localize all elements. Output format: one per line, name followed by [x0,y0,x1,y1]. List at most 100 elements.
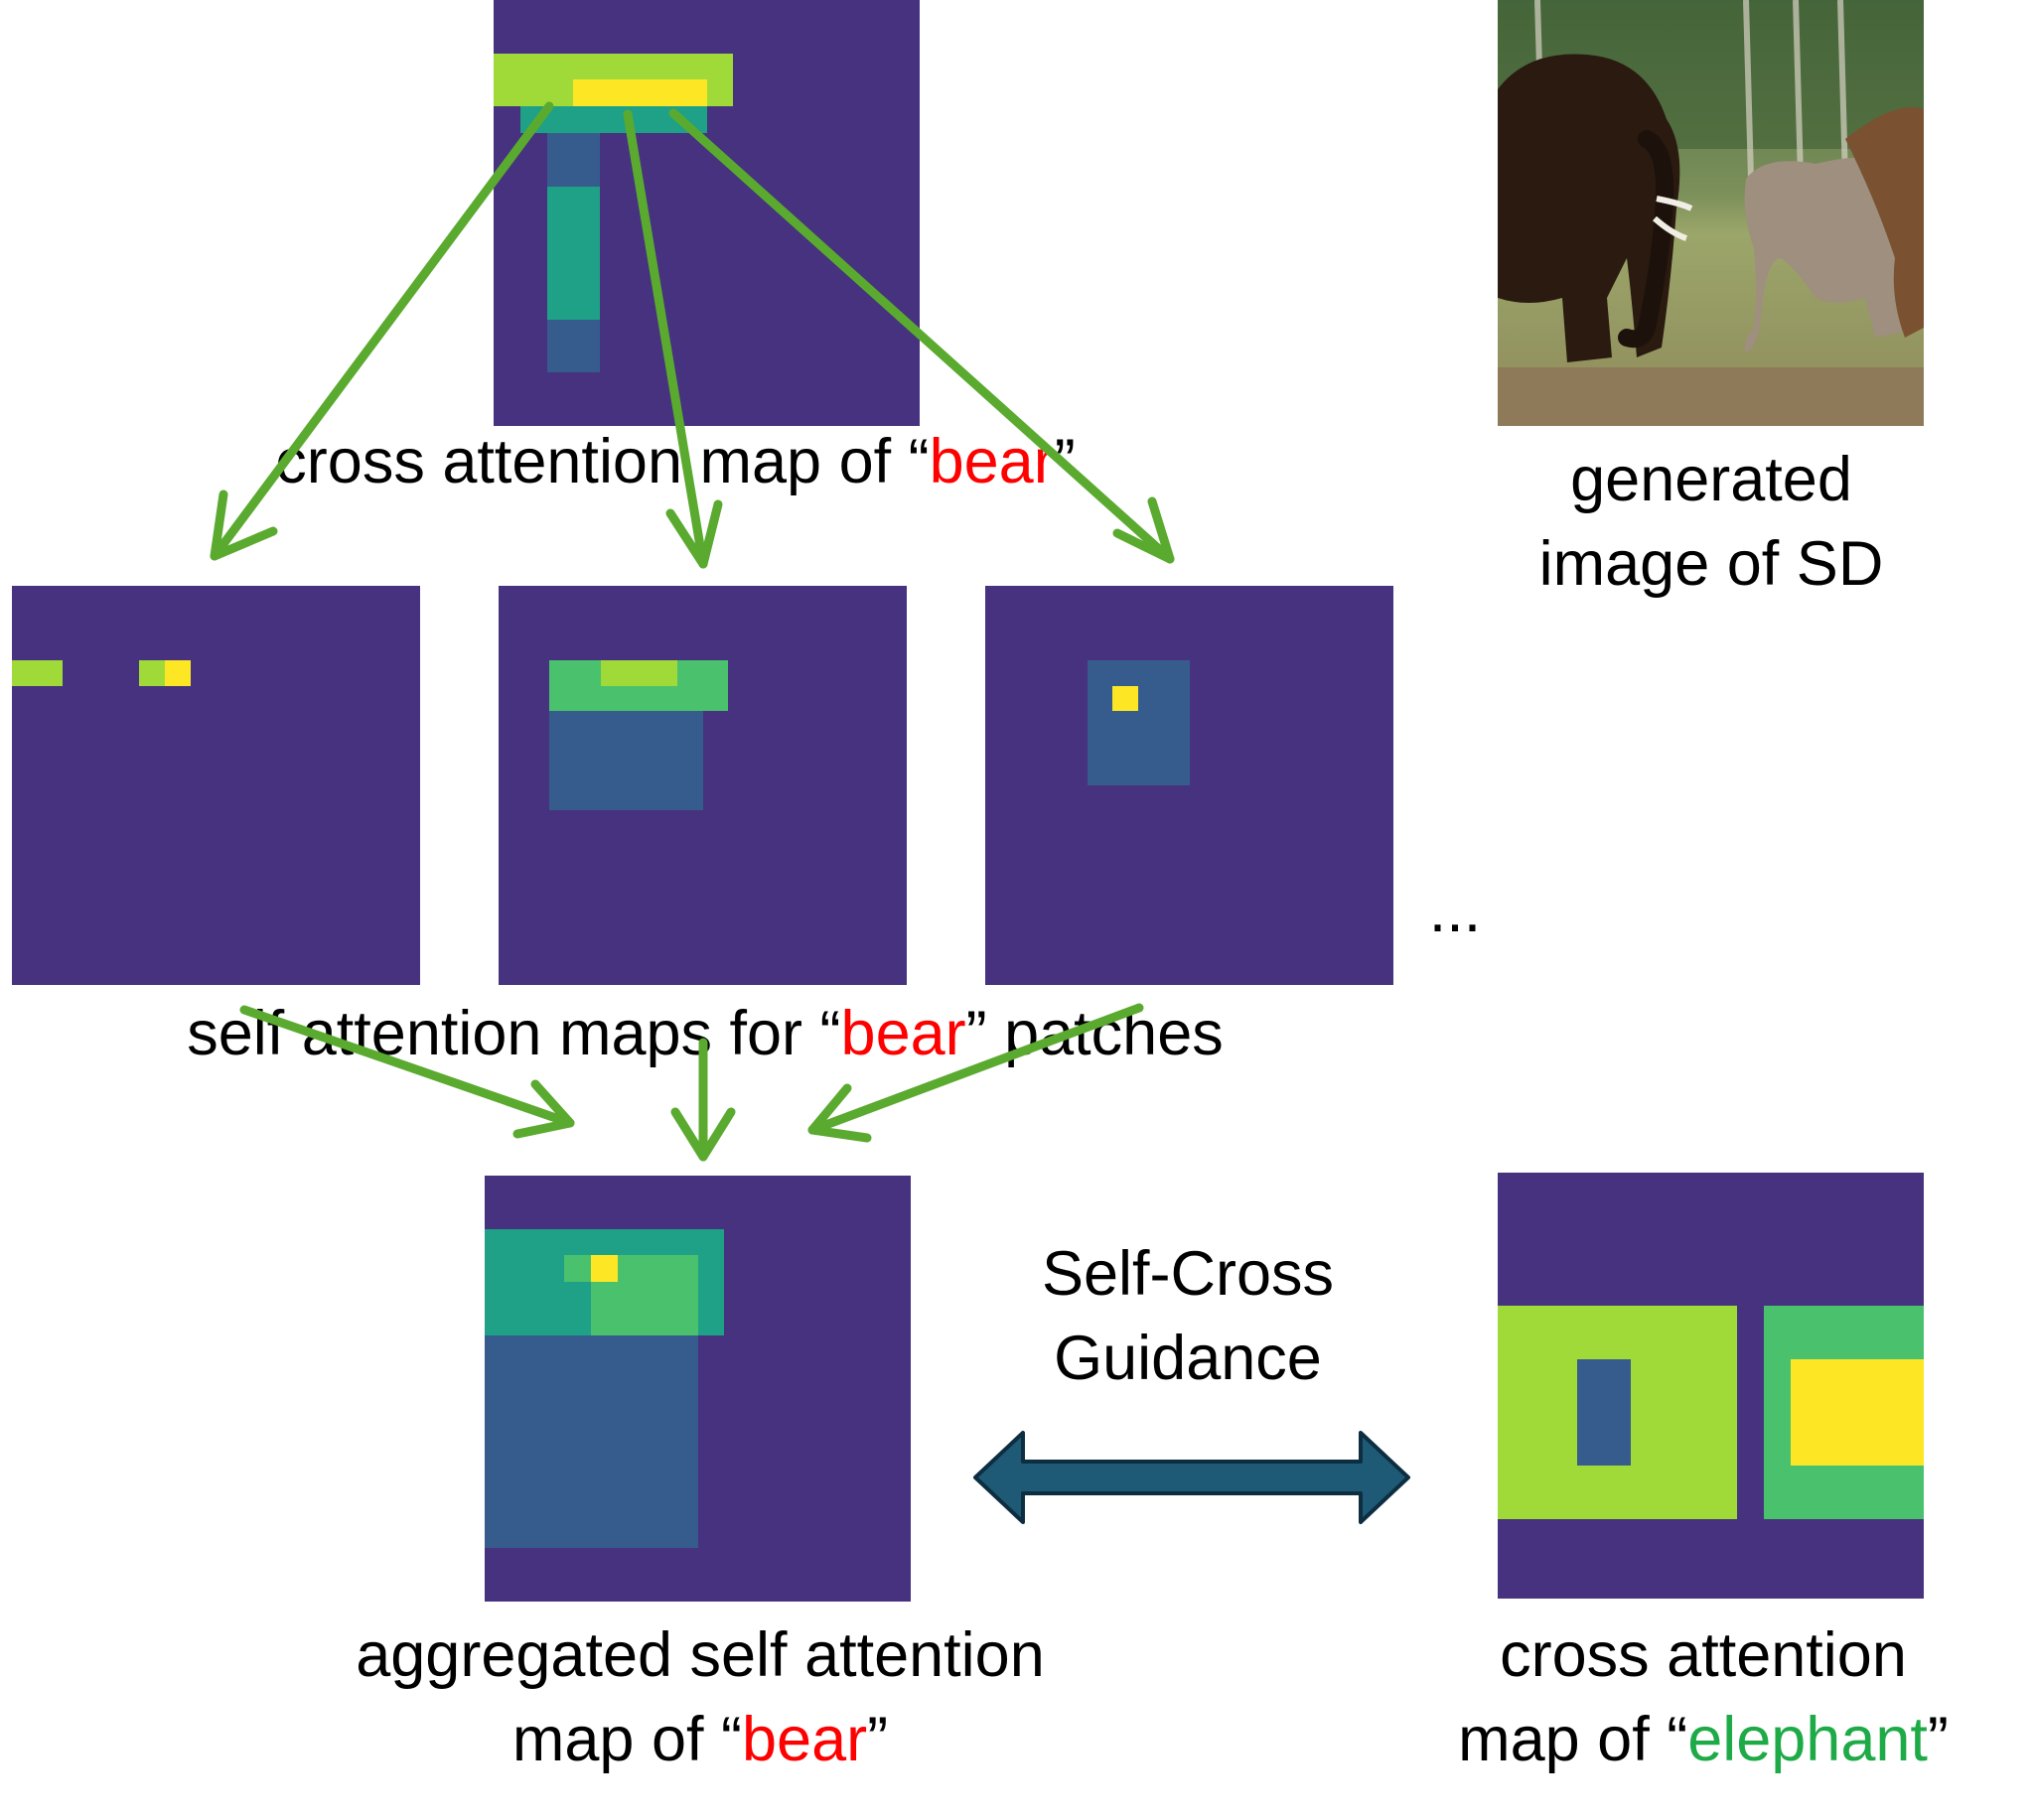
heatmap-cell [1790,1385,1817,1413]
heatmap-cell [857,1415,885,1443]
heatmap-cell [652,860,677,886]
heatmap-cell [523,835,550,861]
heatmap-cell [760,159,787,187]
heatmap-cell [1163,760,1190,785]
heatmap-cell [1764,1572,1791,1599]
heatmap-cell [1189,586,1216,612]
heatmap-cell [1112,785,1139,811]
heatmap-cell [510,1388,538,1416]
heatmap-cell [1897,1518,1924,1546]
heatmap-cell [985,910,1011,935]
heatmap-cell [1498,1331,1525,1359]
heatmap-cell [644,1548,671,1576]
heatmap-cell [1631,1572,1658,1599]
heatmap-cell [1498,1518,1525,1546]
heatmap-cell [139,885,166,910]
heatmap-cell [216,860,242,886]
heatmap-cell [884,1548,911,1576]
heatmap-cell [292,635,319,661]
heatmap-cell [318,635,344,661]
heatmap-cell [702,810,729,836]
heatmap-cell [760,106,787,134]
heatmap-cell [343,959,369,985]
heatmap-cell [266,959,293,985]
heatmap-cell [618,1201,645,1229]
heatmap-cell [857,1361,885,1389]
heatmap-cell [1010,685,1037,711]
heatmap-cell [706,266,734,293]
heatmap-cell [318,735,344,761]
heatmap-cell [803,1228,831,1256]
heatmap-cell [753,934,780,960]
heatmap-cell [786,292,813,320]
heatmap-cell [857,1228,885,1256]
heatmap-cell [600,934,627,960]
heatmap-cell [733,26,761,54]
heatmap-cell [829,810,856,836]
heatmap-cell [292,959,319,985]
heatmap-cell [1764,1439,1791,1466]
heatmap-cell [1010,910,1037,935]
heatmap-cell [1764,1306,1791,1332]
heatmap-cell [1163,660,1190,686]
highlight-bear: bear [742,1705,868,1774]
heatmap-cell [546,346,574,373]
heatmap-cell [241,635,267,661]
heatmap-cell [1498,1252,1525,1280]
heatmap-cell [670,1415,698,1443]
heatmap-cell [88,760,114,785]
heatmap-cell [1368,611,1393,636]
heatmap-cell [1657,1545,1684,1573]
heatmap-cell [165,785,191,811]
heatmap-cell [499,611,524,636]
heatmap-cell [139,785,166,811]
heatmap-cell [1897,1198,1924,1226]
heatmap-cell [676,611,703,636]
heatmap-cell [1112,810,1139,836]
heatmap-cell [318,885,344,910]
heatmap-cell [63,735,89,761]
heatmap-cell [881,785,907,811]
heatmap-cell [546,186,574,213]
heatmap-cell [600,372,628,400]
heatmap-cell [241,660,267,686]
heatmap-cell [1368,785,1393,811]
heatmap-cell [1291,934,1317,960]
heatmap-cell [866,26,894,54]
heatmap-cell [575,810,601,836]
heatmap-cell [600,212,628,240]
heatmap-cell [724,1442,752,1469]
heatmap-cell [88,910,114,935]
heatmap-cell [779,860,805,886]
heatmap-cell [652,710,677,736]
heatmap-cell [368,934,395,960]
heatmap-cell [893,106,920,134]
heatmap-cell [1870,1572,1898,1599]
heatmap-cell [537,1415,565,1443]
heatmap-cell [600,133,628,160]
heatmap-cell [190,685,217,711]
heatmap-cell [652,685,677,711]
heatmap-cell [575,710,601,736]
heatmap-cell [216,910,242,935]
heatmap-cell [724,1228,752,1256]
heatmap-cell [394,785,420,811]
heatmap-cell [985,586,1011,612]
heatmap-cell [679,0,707,27]
heatmap-cell [190,635,217,661]
heatmap-cell [1239,885,1266,910]
heatmap-cell [1087,810,1113,836]
heatmap-cell [573,26,601,54]
heatmap-cell [1710,1279,1738,1307]
heatmap-cell [1577,1545,1605,1573]
self-cross-guidance-label: Self-Cross Guidance [940,1232,1436,1401]
heatmap-cell [1816,1385,1844,1413]
heatmap-cell [751,1176,778,1202]
heatmap-cell [733,106,761,134]
heatmap-cell [394,710,420,736]
heatmap-cell [88,785,114,811]
heatmap-cell [855,810,882,836]
heatmap-cell [626,760,653,785]
heatmap-cell [523,735,550,761]
heatmap-cell [1291,835,1317,861]
